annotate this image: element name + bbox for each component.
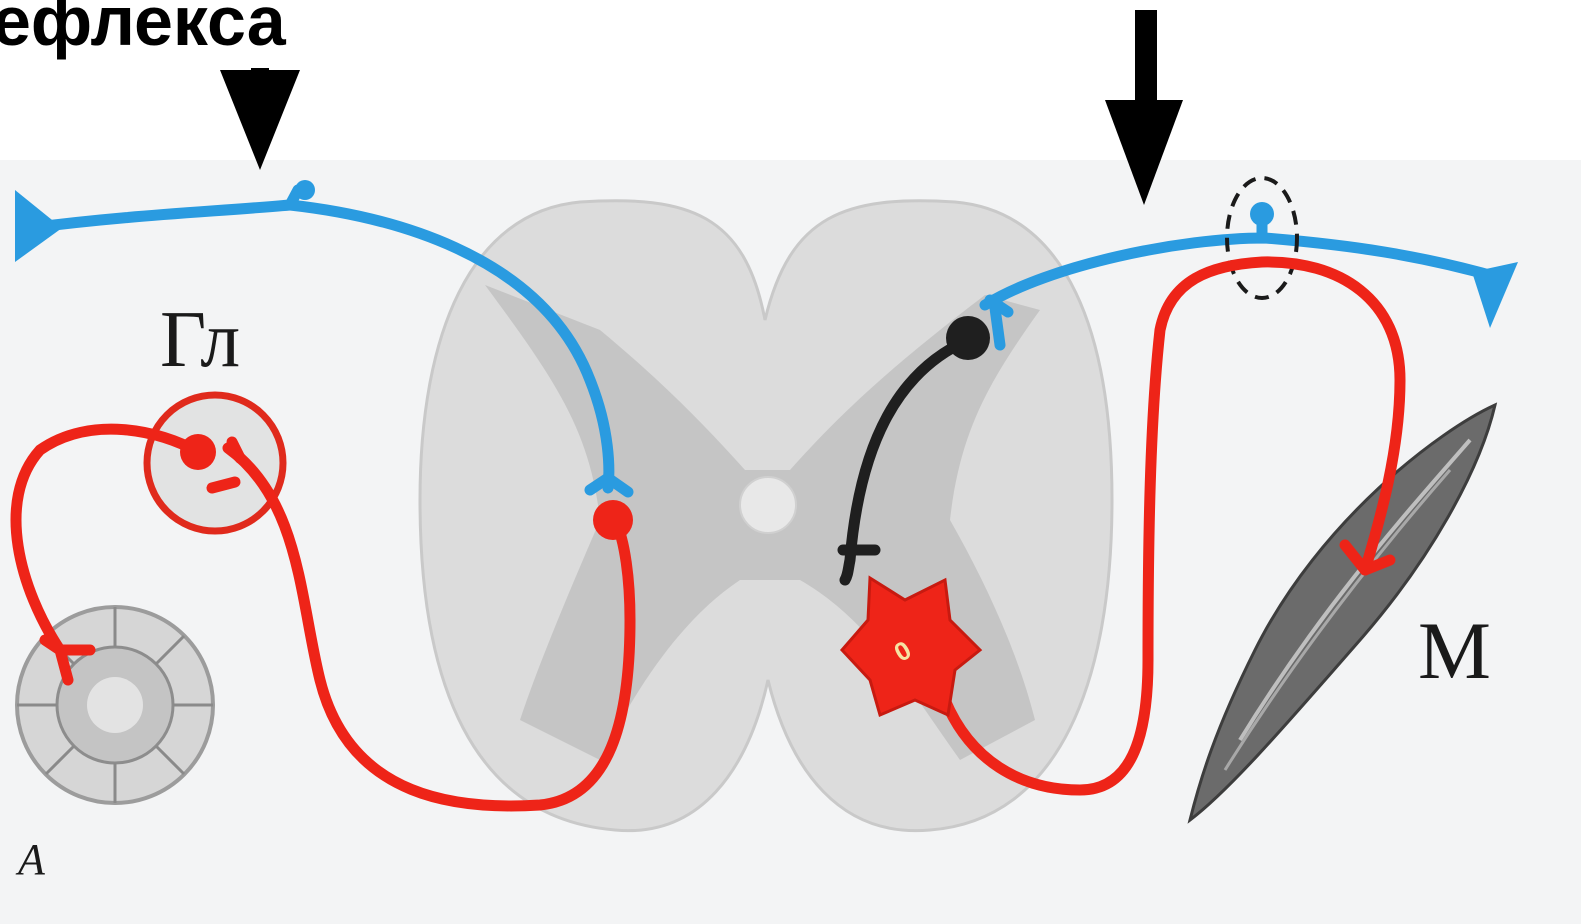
panel-label: А	[18, 838, 45, 882]
ganglion	[147, 395, 283, 531]
afferent-soma-right	[1250, 202, 1274, 226]
down-arrow-icon	[1105, 10, 1183, 205]
afferent-soma-left	[295, 180, 315, 200]
interneuron-soma	[946, 316, 990, 360]
down-arrow-icon	[220, 68, 300, 170]
ganglion-soma	[180, 434, 216, 470]
muscle-label: М	[1418, 610, 1491, 692]
central-canal	[740, 477, 796, 533]
ganglion-label: Гл	[160, 300, 240, 380]
afferent-arrowhead-left	[15, 190, 62, 262]
heading-text: ефлекса	[0, 0, 286, 56]
motor-neuron-soma-left	[593, 500, 633, 540]
afferent-arrowhead-right	[1472, 262, 1518, 328]
